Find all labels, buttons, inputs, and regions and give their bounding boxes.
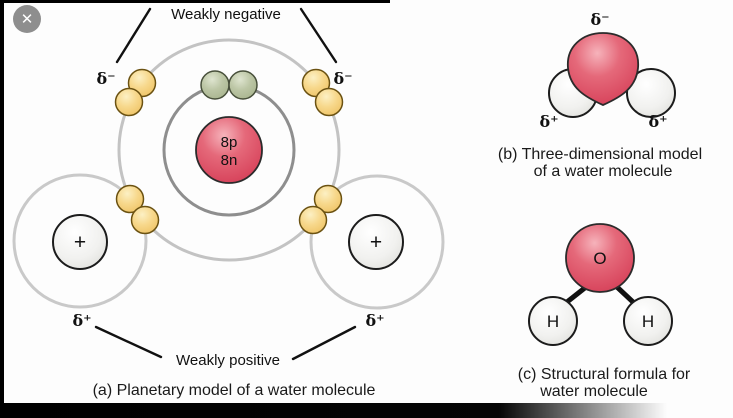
oxygen-atom: [565, 223, 635, 293]
electron-yellow: [114, 87, 144, 117]
panel-b-3d-model: δ⁻ δ⁺ δ⁺ (b) Three-dimensional model of …: [498, 10, 702, 180]
electron-green: [200, 70, 230, 100]
panel-b-caption-line1: (b) Three-dimensional model: [498, 146, 702, 163]
o-h-bond-right: [615, 285, 635, 304]
hydrogen-atom-left: [528, 296, 578, 346]
hydrogen-nucleus-right: [348, 214, 404, 270]
hydrogen-label-left: H: [547, 312, 559, 331]
close-button[interactable]: ✕: [13, 5, 41, 33]
hydrogen-charge-right: +: [370, 231, 382, 254]
hydrogen-orbit-right: [309, 174, 445, 310]
electron-yellow: [298, 205, 328, 235]
o-h-bond-left: [565, 285, 588, 304]
pointer-line: [94, 325, 163, 359]
panel-c-caption-line2: water molecule: [539, 383, 648, 400]
panel-a-caption: (a) Planetary model of a water molecule: [93, 382, 376, 399]
hydrogen-label-right: H: [642, 312, 654, 331]
delta-plus-right: δ⁺: [648, 112, 667, 131]
hydrogen-sphere-right: [626, 68, 676, 118]
oxygen-nucleus: [195, 116, 263, 184]
electron-green: [228, 70, 258, 100]
close-icon: ✕: [20, 9, 34, 28]
delta-minus-left: δ⁻: [96, 69, 115, 88]
panel-c-caption-line1: (c) Structural formula for: [518, 366, 691, 383]
hydrogen-charge-left: +: [74, 231, 86, 254]
delta-minus-right: δ⁻: [333, 69, 352, 88]
pointer-line: [299, 7, 338, 64]
hydrogen-orbit-left: [12, 173, 148, 309]
delta-plus-right: δ⁺: [365, 311, 384, 330]
oxygen-label: O: [593, 249, 606, 268]
top-edge-bar: [0, 0, 390, 3]
delta-minus-top: δ⁻: [590, 10, 609, 29]
left-edge-bar: [0, 0, 4, 418]
electron-yellow: [115, 184, 145, 214]
delta-plus-left: δ⁺: [72, 311, 91, 330]
pointer-line: [291, 325, 357, 361]
hydrogen-atom-right: [623, 296, 673, 346]
pointer-line: [115, 7, 152, 64]
nucleus-neutrons-label: 8n: [221, 152, 238, 169]
oxygen-sphere: [567, 32, 639, 106]
electron-yellow: [313, 184, 343, 214]
panel-a-planetary-model: 8p 8n + + Weakly negativ: [12, 6, 445, 399]
nucleus-protons-label: 8p: [221, 134, 238, 151]
weakly-positive-label: Weakly positive: [176, 352, 280, 369]
hydrogen-nucleus-left: [52, 214, 108, 270]
electron-yellow: [314, 87, 344, 117]
oxygen-outer-shell: [117, 38, 341, 262]
weakly-negative-label: Weakly negative: [171, 6, 281, 23]
bottom-edge-bar: [0, 403, 733, 418]
delta-plus-left: δ⁺: [539, 112, 558, 131]
electron-yellow: [130, 205, 160, 235]
panel-c-structural-formula: O H H (c) Structural formula for water m…: [518, 223, 691, 400]
panel-b-caption-line2: of a water molecule: [534, 163, 673, 180]
